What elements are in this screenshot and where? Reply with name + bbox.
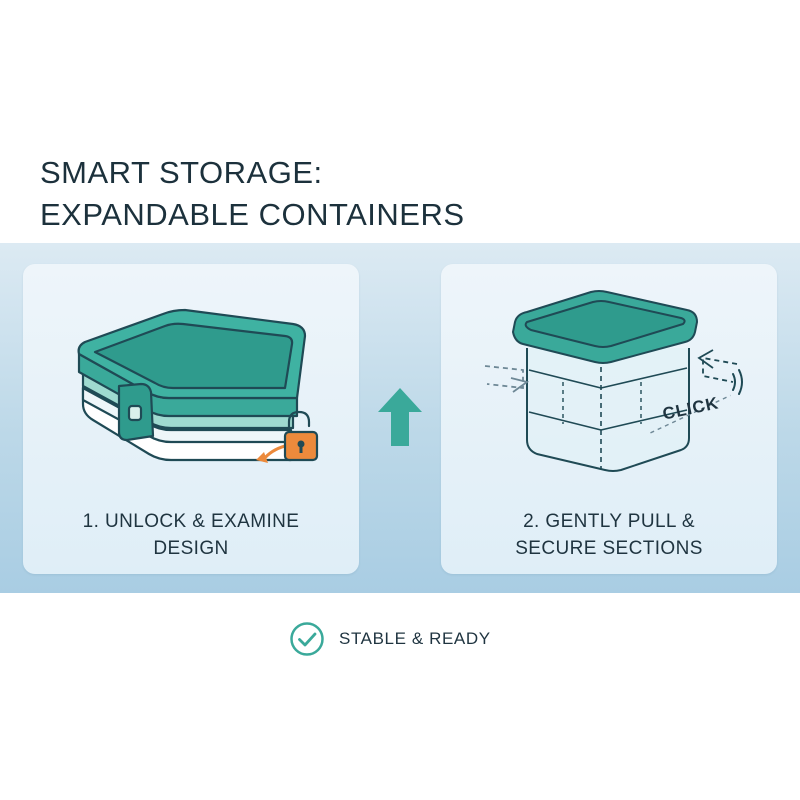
pull-arrow-icon	[484, 365, 530, 393]
page-title: SMART STORAGE: EXPANDABLE CONTAINERS	[40, 152, 600, 236]
status-label: STABLE & READY	[339, 629, 491, 648]
title-line-1: SMART STORAGE:	[40, 155, 323, 190]
padlock-unlocked-icon	[283, 410, 319, 462]
expanded-container-icon: CLICK	[484, 290, 743, 472]
step-label-1: 1. UNLOCK & EXAMINE DESIGN	[82, 511, 300, 559]
check-circle-icon	[290, 622, 324, 656]
collapsed-container-icon	[77, 308, 319, 463]
up-arrow-icon	[378, 388, 422, 446]
status-row: STABLE & READY	[289, 621, 491, 657]
title-line-2: EXPANDABLE CONTAINERS	[40, 197, 465, 232]
sound-waves-icon	[732, 369, 743, 395]
step-card-unlock: 1. UNLOCK & EXAMINE DESIGN	[23, 264, 359, 574]
step-label-2: 2. GENTLY PULL & SECURE SECTIONS	[515, 511, 703, 559]
step-card-secure: CLICK 2. GENTLY PULL & SECURE SECTIONS	[441, 264, 777, 574]
